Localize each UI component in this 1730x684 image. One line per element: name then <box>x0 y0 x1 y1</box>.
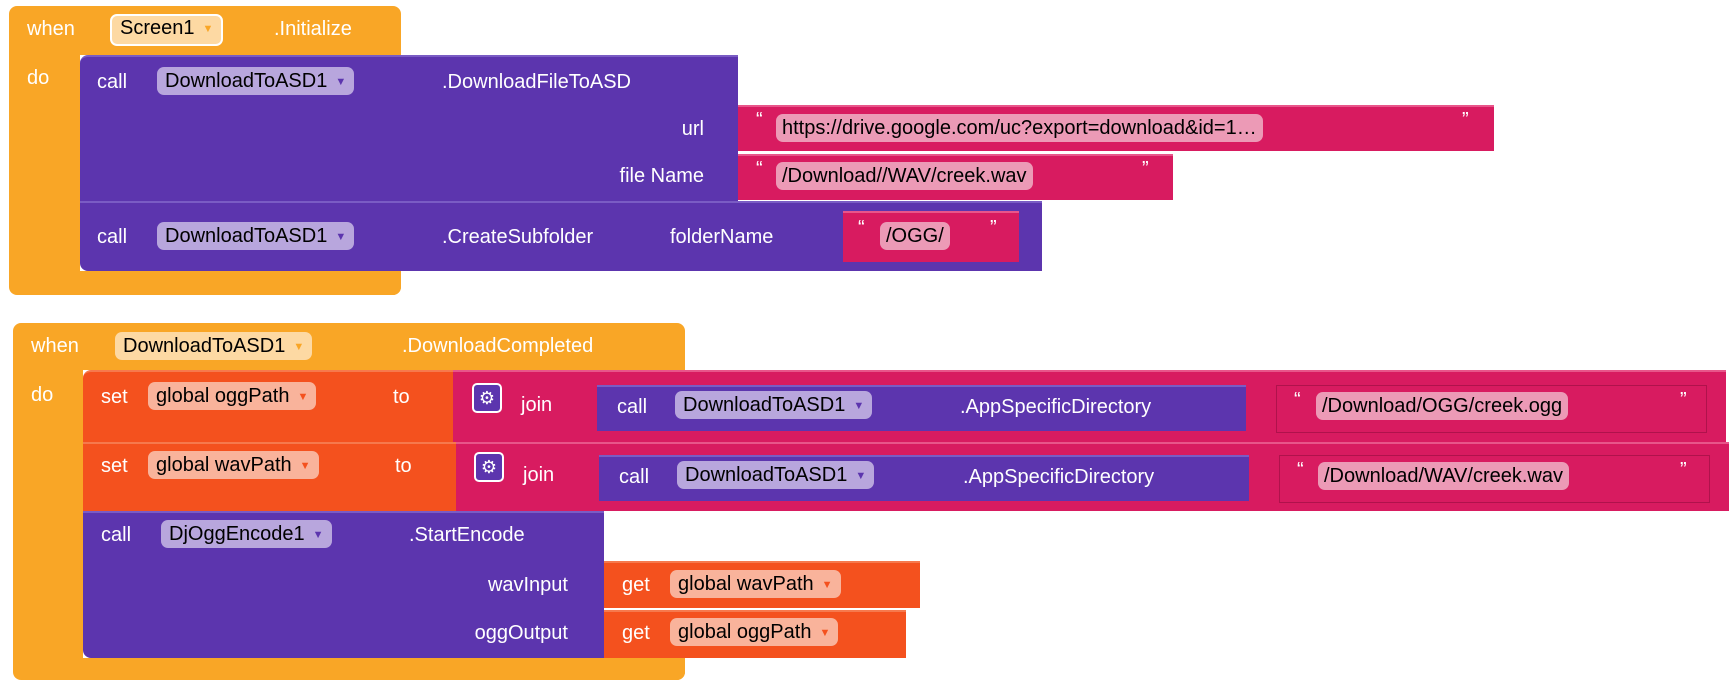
when-label: when <box>31 335 79 357</box>
quote-close: ” <box>1680 459 1687 481</box>
when-label: when <box>27 18 75 40</box>
call-label: call <box>97 226 128 248</box>
component-dropdown[interactable]: DownloadToASD1 ▼ <box>675 391 873 419</box>
method-label: .DownloadFileToASD <box>442 71 631 93</box>
variable-dropdown[interactable]: global oggPath ▼ <box>148 382 317 410</box>
quote-open: “ <box>858 217 865 239</box>
get-label: get <box>622 574 650 596</box>
dropdown-value: DjOggEncode1 <box>169 523 305 545</box>
quote-open: “ <box>1297 459 1304 481</box>
dropdown-value: DownloadToASD1 <box>685 464 848 486</box>
component-dropdown[interactable]: DownloadToASD1 ▼ <box>115 332 313 360</box>
dropdown-arrow-icon: ▼ <box>312 529 324 541</box>
get-label: get <box>622 622 650 644</box>
join-label: join <box>521 394 553 416</box>
to-label: to <box>395 455 412 477</box>
dropdown-arrow-icon: ▼ <box>297 391 309 403</box>
method-label: .CreateSubfolder <box>442 226 594 248</box>
dropdown-value: DownloadToASD1 <box>683 394 846 416</box>
filename-param-label: file Name <box>619 165 704 187</box>
dropdown-value: DownloadToASD1 <box>165 225 328 247</box>
dropdown-value: DownloadToASD1 <box>165 70 328 92</box>
method-label: .StartEncode <box>409 524 525 546</box>
method-label: .AppSpecificDirectory <box>963 466 1155 488</box>
quote-close: ” <box>990 217 997 239</box>
url-param-label: url <box>681 118 704 140</box>
join-label: join <box>523 464 555 486</box>
call-label: call <box>97 71 128 93</box>
event-label: .DownloadCompleted <box>402 335 594 357</box>
quote-close: ” <box>1680 389 1687 411</box>
quote-open: “ <box>756 158 763 180</box>
component-dropdown[interactable]: DownloadToASD1 ▼ <box>157 67 355 95</box>
url-string-field[interactable]: https://drive.google.com/uc?export=downl… <box>776 114 1263 142</box>
foldername-param-label: folderName <box>670 226 774 248</box>
dropdown-arrow-icon: ▼ <box>855 470 867 482</box>
oggoutput-param-label: oggOutput <box>474 622 568 644</box>
dropdown-value: global oggPath <box>678 621 812 643</box>
dropdown-arrow-icon: ▼ <box>819 627 831 639</box>
quote-open: “ <box>756 109 763 131</box>
quote-close: ” <box>1142 158 1149 180</box>
dropdown-value: global oggPath <box>156 385 290 407</box>
gear-mutator-icon[interactable]: ⚙ <box>472 383 502 413</box>
quote-open: “ <box>1294 389 1301 411</box>
to-label: to <box>393 386 410 408</box>
dropdown-arrow-icon: ▼ <box>335 231 347 243</box>
set-label: set <box>101 455 128 477</box>
component-dropdown[interactable]: DownloadToASD1 ▼ <box>677 461 875 489</box>
do-label: do <box>31 384 54 406</box>
dropdown-value: Screen1 <box>120 17 195 39</box>
method-label: .AppSpecificDirectory <box>960 396 1152 418</box>
call-label: call <box>617 396 648 418</box>
event-label: .Initialize <box>274 18 352 40</box>
dropdown-arrow-icon: ▼ <box>853 400 865 412</box>
component-dropdown[interactable]: Screen1 ▼ <box>110 14 224 46</box>
set-label: set <box>101 386 128 408</box>
dropdown-arrow-icon: ▼ <box>299 460 311 472</box>
quote-close: ” <box>1462 109 1469 131</box>
component-dropdown[interactable]: DownloadToASD1 ▼ <box>157 222 355 250</box>
wavinput-param-label: wavInput <box>487 574 568 596</box>
dropdown-arrow-icon: ▼ <box>202 23 214 35</box>
dropdown-value: global wavPath <box>678 573 814 595</box>
component-dropdown[interactable]: DjOggEncode1 ▼ <box>161 520 332 548</box>
variable-dropdown[interactable]: global wavPath ▼ <box>670 570 841 598</box>
gear-mutator-icon[interactable]: ⚙ <box>474 452 504 482</box>
dropdown-arrow-icon: ▼ <box>821 579 833 591</box>
dropdown-arrow-icon: ▼ <box>293 341 305 353</box>
call-label: call <box>101 524 132 546</box>
dropdown-arrow-icon: ▼ <box>335 76 347 88</box>
do-label: do <box>27 67 50 89</box>
dropdown-value: global wavPath <box>156 454 292 476</box>
foldername-string-field[interactable]: /OGG/ <box>880 222 950 250</box>
filename-string-field[interactable]: /Download//WAV/creek.wav <box>776 162 1033 190</box>
dropdown-value: DownloadToASD1 <box>123 335 286 357</box>
variable-dropdown[interactable]: global oggPath ▼ <box>670 618 839 646</box>
call-label: call <box>619 466 650 488</box>
ogg-string-field[interactable]: /Download/OGG/creek.ogg <box>1316 392 1569 420</box>
variable-dropdown[interactable]: global wavPath ▼ <box>148 451 319 479</box>
wav-string-field[interactable]: /Download/WAV/creek.wav <box>1318 462 1569 490</box>
